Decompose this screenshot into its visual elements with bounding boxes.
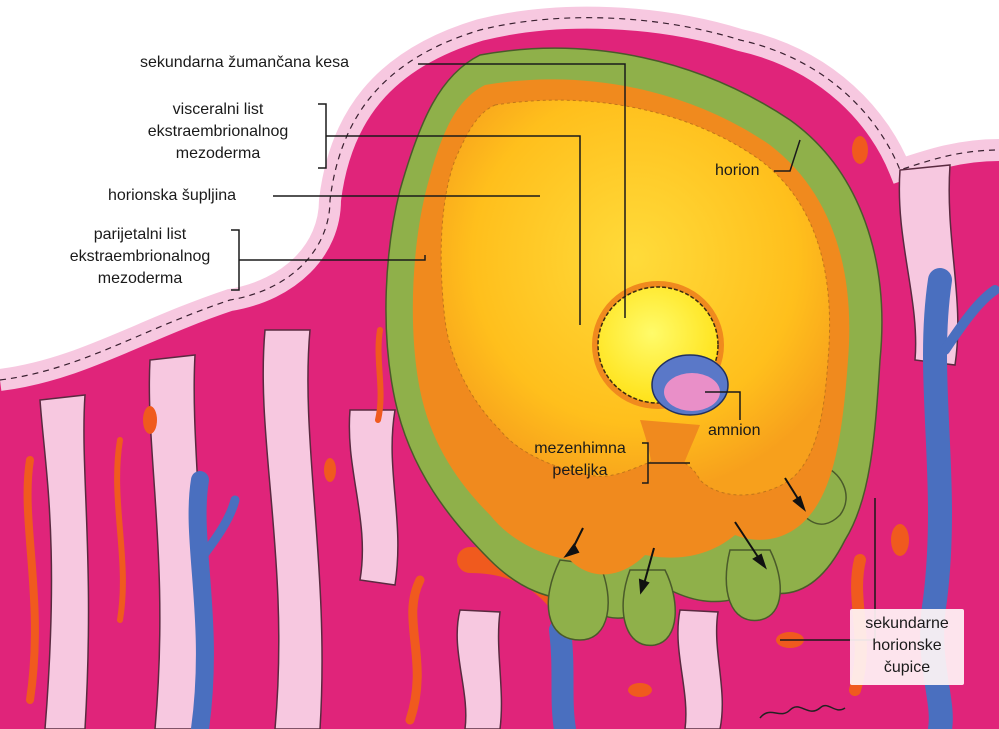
label-line: čupice (850, 657, 964, 679)
label-line: ekstraembrionalnog (52, 246, 228, 268)
label-connecting-stalk: mezenhimna peteljka (520, 438, 640, 482)
label-line: sekundarne (850, 613, 964, 635)
label-line: mezoderma (52, 268, 228, 290)
label-chorionic-cavity: horionska šupljina (108, 185, 236, 207)
label-line: peteljka (520, 460, 640, 482)
label-visceral-layer: visceralni list ekstraembrionalnog mezod… (130, 99, 306, 165)
label-secondary-yolk-sac: sekundarna žumančana kesa (140, 52, 349, 74)
amnion-and-embryo (652, 355, 728, 415)
label-amnion: amnion (708, 420, 760, 442)
label-line: visceralni list (130, 99, 306, 121)
label-line: horionske (850, 635, 964, 657)
label-chorion: horion (715, 160, 759, 182)
label-line: parijetalni list (52, 224, 228, 246)
label-line: mezenhimna (520, 438, 640, 460)
label-line: ekstraembrionalnog (130, 121, 306, 143)
label-parietal-layer: parijetalni list ekstraembrionalnog mezo… (52, 224, 228, 290)
label-secondary-villi: sekundarne horionske čupice (850, 613, 964, 679)
label-line: mezoderma (130, 143, 306, 165)
